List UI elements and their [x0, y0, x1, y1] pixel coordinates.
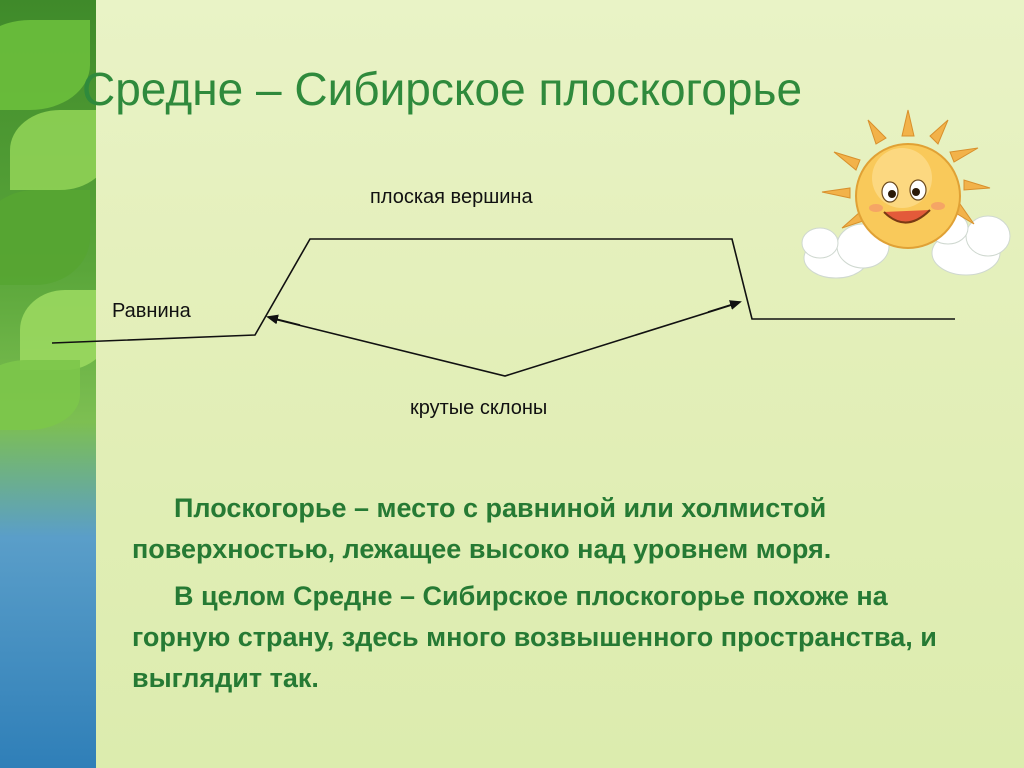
sun-highlight [872, 148, 932, 208]
leaf-shape [20, 290, 96, 370]
smiling-sun-icon [801, 109, 1011, 279]
leaf-shape [10, 110, 96, 190]
leaf-shape [0, 190, 90, 285]
slide-title: Средне – Сибирское плоскогорье [82, 63, 803, 115]
slopes-arrow-line [269, 302, 739, 377]
definition-text: Плоскогорье – место с равниной или холми… [132, 488, 972, 705]
label-steep-slopes: крутые склоны [410, 397, 547, 419]
sun-eyes [881, 179, 927, 203]
leaves-water-decoration [0, 0, 96, 768]
sun-cheek [869, 204, 883, 212]
left-slope-arrowhead [266, 314, 301, 326]
cloud-left [801, 223, 890, 279]
label-plain: Равнина [112, 300, 192, 322]
definition-paragraph: Плоскогорье – место с равниной или холми… [132, 493, 832, 564]
plateau-profile-line [51, 238, 955, 344]
sun-smile [883, 209, 931, 224]
right-slope-arrowhead [707, 300, 742, 313]
description-paragraph: В целом Средне – Сибирское плоскогорье п… [132, 581, 937, 693]
label-flat-top: плоская вершина [370, 186, 533, 208]
sun-cheek [931, 202, 945, 210]
